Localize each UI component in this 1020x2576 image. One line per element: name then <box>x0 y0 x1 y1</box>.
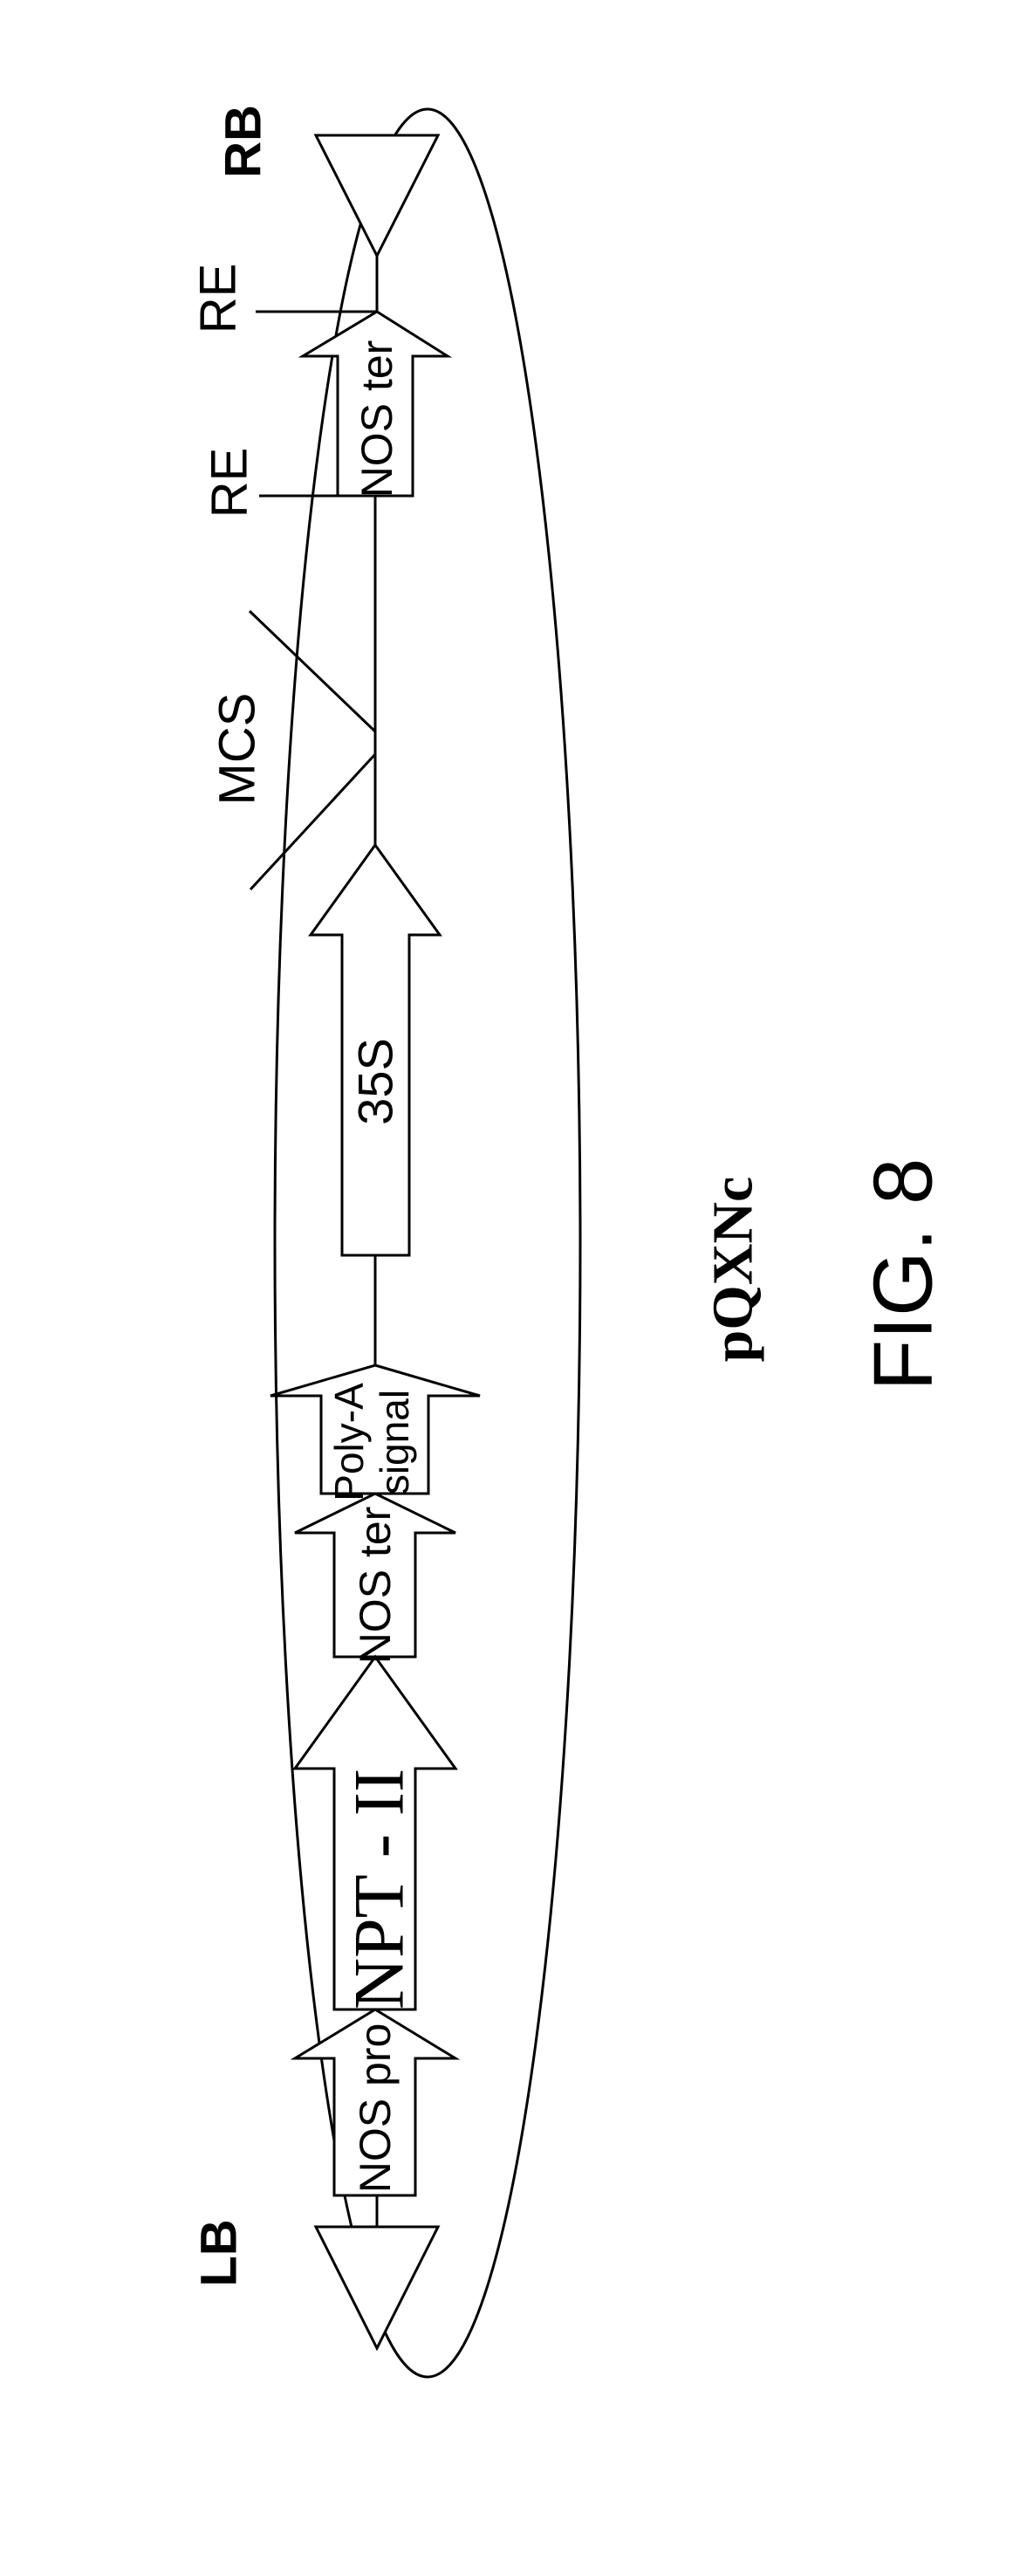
plasmid-backbone-ellipse <box>273 107 582 2379</box>
mcs-label: MCS <box>209 693 266 806</box>
re-label-1: RE <box>190 264 247 334</box>
35s-label: 35S <box>348 1038 403 1125</box>
poly-a-label-line2: signal <box>372 1390 417 1494</box>
re-label-2: RE <box>202 448 258 519</box>
nos-pro-label: NOS pro <box>351 2023 400 2194</box>
rb-label: RB <box>216 105 272 178</box>
lb-label: LB <box>191 2219 248 2286</box>
nos-ter-1-arrow <box>298 310 453 498</box>
nos-ter-1-label: NOS ter <box>353 340 401 498</box>
left-border-triangle <box>313 2225 441 2352</box>
nos-ter-2-label: NOS ter <box>351 1507 400 1665</box>
npt-ii-label: NPT - II <box>339 1769 419 2009</box>
nos-pro-arrow <box>290 2008 461 2197</box>
35s-promoter-arrow <box>308 842 442 1257</box>
plasmid-name: pQXNc <box>702 1177 765 1363</box>
mcs-line-upper <box>248 609 377 733</box>
poly-a-label-line1: Poly-A <box>326 1383 372 1501</box>
right-border-triangle <box>313 134 441 259</box>
figure-caption: FIG. 8 <box>857 1158 950 1391</box>
mcs-line-lower <box>249 752 377 891</box>
